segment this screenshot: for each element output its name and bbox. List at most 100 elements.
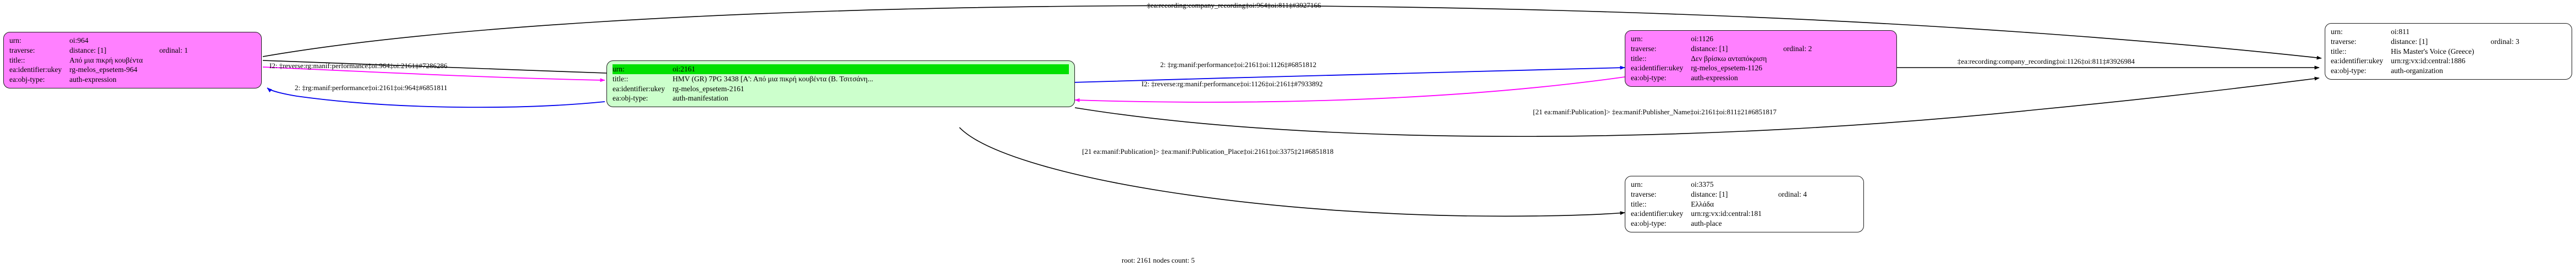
edge-label-company-recording-964-811: ‡ea:recording:company_recording‡oi:964‡o… — [1147, 1, 1321, 9]
node-row: title:: Από μια πικρή κουβέντα — [9, 55, 190, 65]
attr-extra — [145, 75, 190, 85]
attr-key: ea:obj-type: — [1631, 219, 1667, 228]
attr-extra: ordinal: 3 — [2490, 37, 2519, 46]
node-row: traverse: distance: [1] ordinal: 1 — [9, 46, 190, 55]
node-row: ea:obj-type: auth-expression — [9, 75, 190, 85]
attr-value: rg-melos_epsetem-2161 — [672, 84, 744, 93]
node-row: ea:identifier:ukey urn:rg:vx:id:central:… — [1631, 209, 1809, 219]
attr-key: traverse: — [1631, 44, 1657, 53]
edge-label-reverse-perf-1126-2161: I2: ‡reverse:rg:manif:performance‡oi:112… — [1141, 80, 1323, 88]
attr-value: His Master's Voice (Greece) — [2391, 47, 2474, 55]
attr-extra — [1769, 73, 1814, 83]
attr-extra — [1764, 180, 1809, 190]
attr-key: ea:obj-type: — [613, 94, 648, 103]
attr-key: ea:obj-type: — [1631, 74, 1667, 82]
attr-key: traverse: — [2331, 37, 2357, 46]
node-row: ea:identifier:ukey rg-melos_epsetem-2161 — [613, 84, 1069, 94]
node-row: traverse: distance: [1] ordinal: 3 — [2331, 37, 2522, 47]
attr-value: oi:1126 — [1691, 35, 1713, 43]
node-row: urn: oi:1126 — [1631, 34, 1814, 44]
node-row: ea:obj-type: auth-manifestation — [613, 93, 1069, 103]
node-attr-table: urn: oi:1126 traverse: distance: [1] ord… — [1631, 34, 1814, 83]
edge-label-publisher-name-2161-811: [21 ea:manif:Publication]> ‡ea:manif:Pub… — [1533, 108, 1777, 116]
attr-key: ea:obj-type: — [9, 75, 45, 84]
node-row: ea:identifier:ukey rg-melos_epsetem-964 — [9, 65, 190, 75]
node-attr-table: urn: oi:811 traverse: distance: [1] ordi… — [2331, 27, 2522, 76]
attr-key: urn: — [1631, 35, 1643, 43]
attr-value: oi:811 — [2391, 27, 2410, 36]
attr-extra — [145, 36, 190, 46]
node-row: traverse: distance: [1] ordinal: 4 — [1631, 190, 1809, 199]
attr-key: ea:identifier:ukey — [2331, 57, 2384, 65]
attr-value: Ελλάδα — [1691, 199, 1714, 208]
attr-key: urn: — [2331, 27, 2343, 36]
attr-key: traverse: — [1631, 190, 1657, 198]
node-row: ea:identifier:ukey urn:rg:vx:id:central:… — [2331, 56, 2522, 66]
node-oi-3375[interactable]: urn: oi:3375 traverse: distance: [1] ord… — [1625, 176, 1864, 233]
attr-extra — [1769, 63, 1814, 73]
attr-key: title:: — [1631, 199, 1647, 208]
attr-key: urn: — [9, 36, 21, 45]
node-oi-811[interactable]: urn: oi:811 traverse: distance: [1] ordi… — [2325, 23, 2572, 80]
attr-key: title:: — [9, 55, 25, 64]
attr-key: urn: — [1631, 180, 1643, 188]
attr-value: oi:3375 — [1691, 180, 1714, 188]
edge-label-publication-place-2161-3375: [21 ea:manif:Publication]> ‡ea:manif:Pub… — [1082, 147, 1334, 156]
attr-value: urn:rg:vx:id:central:1886 — [2391, 57, 2465, 65]
node-attr-table: urn: oi:964 traverse: distance: [1] ordi… — [9, 36, 190, 85]
node-row: ea:obj-type: auth-place — [1631, 219, 1809, 229]
attr-key: ea:identifier:ukey — [1631, 64, 1684, 73]
node-row-root: urn: oi:2161 — [613, 64, 1069, 74]
node-oi-964[interactable]: urn: oi:964 traverse: distance: [1] ordi… — [3, 32, 262, 89]
attr-key: title:: — [1631, 54, 1647, 63]
attr-value: distance: [1] — [1691, 44, 1728, 53]
attr-key: urn: — [613, 64, 673, 74]
attr-extra — [2476, 47, 2522, 57]
attr-extra — [1769, 34, 1814, 44]
node-row: ea:identifier:ukey rg-melos_epsetem-1126 — [1631, 63, 1814, 73]
node-row: urn: oi:3375 — [1631, 180, 1809, 190]
attr-value: Δεν βρίσκω ανταπόκριση — [1691, 54, 1767, 63]
edge-path-company-recording-964-811 — [262, 5, 2322, 60]
node-oi-2161[interactable]: urn: oi:2161 title:: HMV (GR) 7PG 3438 [… — [606, 60, 1075, 108]
attr-extra — [2476, 66, 2522, 76]
attr-key: ea:identifier:ukey — [9, 65, 62, 74]
attr-value: distance: [1] — [2391, 37, 2428, 46]
attr-value: rg-melos_epsetem-1126 — [1691, 64, 1762, 73]
attr-extra: ordinal: 1 — [159, 46, 188, 54]
attr-value: distance: [1] — [1691, 190, 1728, 198]
node-attr-table: urn: oi:3375 traverse: distance: [1] ord… — [1631, 180, 1809, 229]
attr-key: title:: — [2331, 47, 2347, 55]
attr-value: oi:2161 — [672, 64, 1069, 74]
attr-extra — [145, 55, 190, 65]
attr-value: distance: [1] — [69, 46, 107, 54]
attr-extra — [1769, 54, 1814, 64]
attr-value: auth-expression — [69, 75, 117, 84]
attr-value: oi:964 — [69, 36, 89, 45]
attr-extra — [1764, 219, 1809, 229]
attr-extra — [2476, 27, 2522, 37]
node-attr-table: urn: oi:2161 title:: HMV (GR) 7PG 3438 [… — [613, 64, 1069, 103]
node-row: ea:obj-type: auth-organization — [2331, 66, 2522, 76]
attr-value: rg-melos_epsetem-964 — [69, 65, 137, 74]
node-row: title:: Δεν βρίσκω ανταπόκριση — [1631, 54, 1814, 64]
attr-key: title:: — [613, 74, 628, 83]
node-row: urn: oi:811 — [2331, 27, 2522, 37]
attr-value: auth-place — [1691, 219, 1722, 228]
node-row: ea:obj-type: auth-expression — [1631, 73, 1814, 83]
attr-value: urn:rg:vx:id:central:181 — [1691, 209, 1762, 218]
attr-extra — [1764, 209, 1809, 219]
attr-key: traverse: — [9, 46, 35, 54]
edge-label-perf-2161-1126: 2: ‡rg:manif:performance‡oi:2161‡oi:1126… — [1160, 60, 1317, 69]
node-row: urn: oi:964 — [9, 36, 190, 46]
attr-value: auth-expression — [1691, 74, 1738, 82]
node-oi-1126[interactable]: urn: oi:1126 traverse: distance: [1] ord… — [1625, 30, 1897, 87]
attr-value: auth-organization — [2391, 66, 2443, 75]
attr-extra — [1764, 199, 1809, 209]
attr-extra — [145, 65, 190, 75]
edge-label-company-recording-1126-811: ‡ea:recording:company_recording‡oi:1126‡… — [1957, 57, 2135, 65]
node-row: title:: HMV (GR) 7PG 3438 [Α': Από μια π… — [613, 74, 1069, 84]
node-row: title:: Ελλάδα — [1631, 199, 1809, 209]
